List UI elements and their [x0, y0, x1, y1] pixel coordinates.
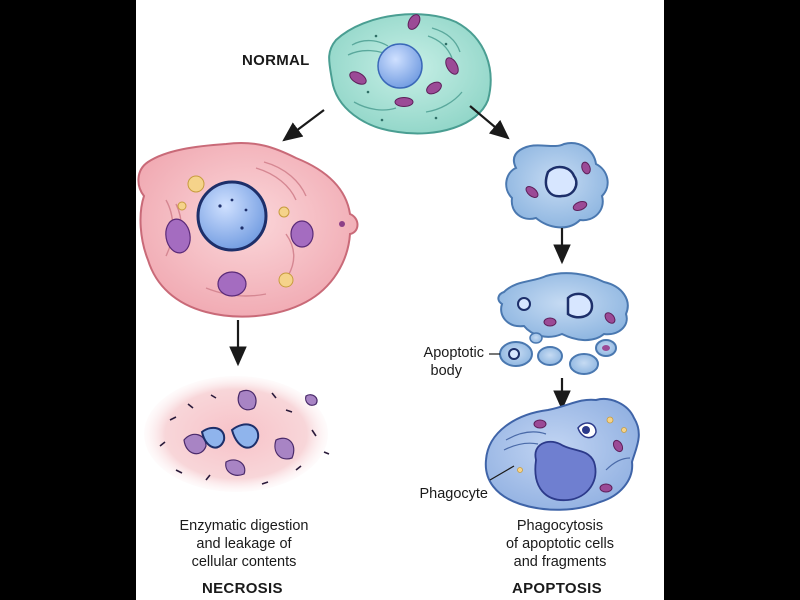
- necrotic-swollen-cell: [137, 142, 359, 318]
- apoptosis-label: APOPTOSIS: [512, 580, 602, 597]
- phagocyte-cell: [484, 398, 640, 511]
- apoptotic-body-label-line2: body: [430, 363, 462, 379]
- diagram-panel: NORMAL Apoptotic body Phagocyte Enzymati…: [136, 0, 664, 600]
- apoptosis-caption-line3: and fragments: [513, 554, 607, 570]
- necrosis-label: NECROSIS: [202, 580, 283, 597]
- apoptosis-caption-line2: of apoptotic cells: [505, 536, 614, 552]
- apoptotic-body-label-line1: Apoptotic: [423, 345, 484, 361]
- necrotic-debris: [144, 376, 330, 492]
- normal-cell: [328, 13, 492, 135]
- normal-label: NORMAL: [242, 52, 310, 69]
- apoptotic-bodies: [499, 332, 617, 375]
- necrosis-caption-line3: cellular contents: [191, 554, 297, 570]
- apoptotic-fragmenting-cell: [497, 272, 629, 341]
- necrosis-caption-line2: and leakage of: [196, 536, 292, 552]
- apoptosis-caption: Phagocytosis of apoptotic cells and frag…: [470, 517, 650, 571]
- apoptotic-body-label: Apoptotic body: [400, 344, 484, 380]
- apoptosis-caption-line1: Phagocytosis: [516, 518, 604, 534]
- cell-death-illustration: [137, 13, 640, 511]
- apoptotic-shrunken-cell: [505, 142, 609, 229]
- necrosis-caption-line1: Enzymatic digestion: [179, 518, 309, 534]
- necrosis-caption: Enzymatic digestion and leakage of cellu…: [144, 517, 344, 571]
- phagocyte-label: Phagocyte: [419, 486, 488, 502]
